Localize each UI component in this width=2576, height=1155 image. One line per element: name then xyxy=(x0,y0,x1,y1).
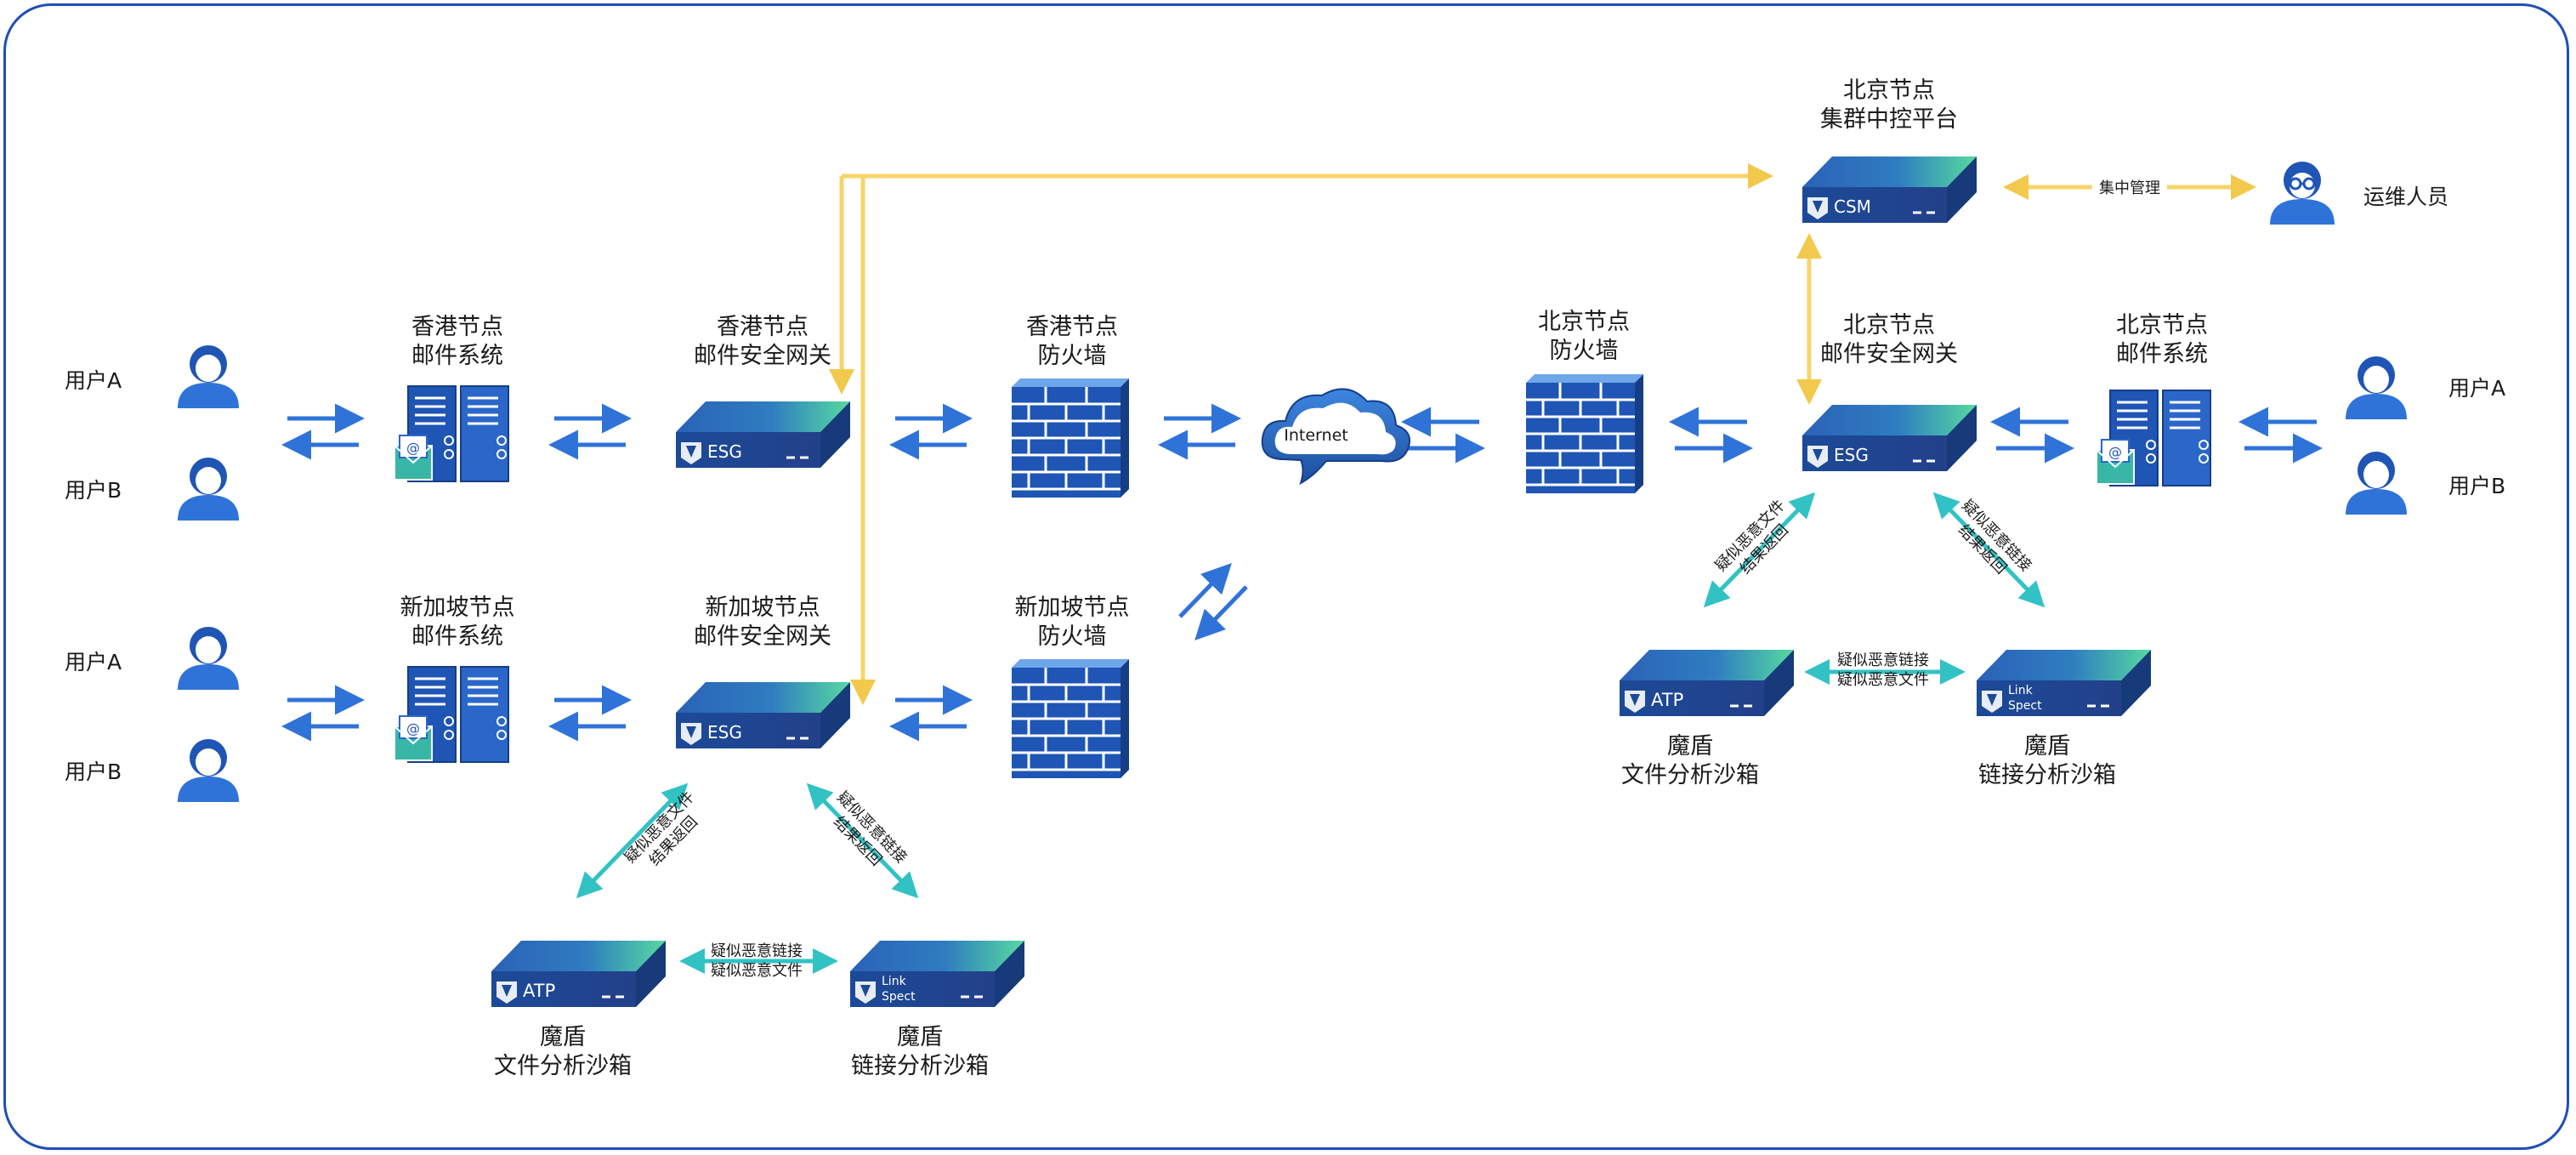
user-a-label: 用户A xyxy=(2448,376,2506,401)
sg-firewall-label: 新加坡节点防火墙 xyxy=(1014,595,1130,650)
bj-firewall-label: 北京节点防火墙 xyxy=(1538,309,1630,364)
link-label: Link xyxy=(2008,684,2034,697)
esg-appliance-sg xyxy=(674,680,852,750)
central-management-label: 集中管理 xyxy=(2092,176,2167,198)
sg-mail-label: 新加坡节点邮件系统 xyxy=(400,595,515,650)
user-b-label: 用户B xyxy=(65,478,122,503)
mail-server-icon xyxy=(393,665,510,764)
sg-link-sandbox-label: 魔盾链接分析沙箱 xyxy=(851,1024,989,1079)
esg-label: ESG xyxy=(1834,445,1869,465)
diagram-frame xyxy=(3,3,2569,1150)
internet-cloud-icon: Internet xyxy=(1261,388,1410,486)
user-avatar-icon xyxy=(178,345,239,408)
linkspect-appliance-bj xyxy=(1975,648,2153,718)
bj-file-sandbox-label: 魔盾文件分析沙箱 xyxy=(1621,733,1759,788)
ops-label: 运维人员 xyxy=(2363,185,2449,209)
esg-appliance-bj xyxy=(1801,403,1978,473)
user-avatar-icon xyxy=(178,627,239,690)
atp-label: ATP xyxy=(1651,690,1683,710)
user-a-label: 用户A xyxy=(65,650,122,674)
link-label: Link xyxy=(882,975,907,988)
firewall-brick-icon xyxy=(1524,373,1645,495)
sg-file-sandbox-label: 魔盾文件分析沙箱 xyxy=(494,1024,632,1079)
sg-gateway-label: 新加坡节点邮件安全网关 xyxy=(694,595,831,650)
bj-mail-label: 北京节点邮件系统 xyxy=(2116,312,2208,367)
firewall-brick-icon xyxy=(1010,657,1131,780)
internet-label: Internet xyxy=(1284,426,1348,445)
mail-server-icon xyxy=(2095,389,2212,487)
user-b-label: 用户B xyxy=(65,760,122,784)
csm-appliance xyxy=(1801,155,1978,225)
user-avatar-icon xyxy=(178,739,239,802)
atp-appliance-bj xyxy=(1618,648,1796,718)
bj-gateway-label: 北京节点邮件安全网关 xyxy=(1820,312,1958,367)
user-b-label: 用户B xyxy=(2448,474,2506,498)
linkspect-appliance-sg xyxy=(848,939,1026,1009)
management-lines xyxy=(829,163,2256,705)
atp-appliance-sg xyxy=(490,939,667,1009)
esg-label: ESG xyxy=(707,722,742,742)
traffic-arrows xyxy=(281,403,2323,742)
bj-link-sandbox-label: 魔盾链接分析沙箱 xyxy=(1978,733,2116,788)
csm-label: CSM xyxy=(1834,196,1871,217)
sandbox-arrows xyxy=(576,492,2045,974)
operator-glasses-icon xyxy=(2270,162,2335,225)
user-avatar-icon xyxy=(2346,452,2407,515)
user-a-label: 用户A xyxy=(65,368,122,393)
esg-appliance-hk xyxy=(674,400,852,469)
spect-label: Spect xyxy=(882,990,916,1004)
mail-server-icon xyxy=(393,384,510,483)
firewall-brick-icon xyxy=(1010,377,1131,499)
esg-label: ESG xyxy=(707,441,742,462)
spect-label: Spect xyxy=(2008,699,2042,713)
bj-csm-label: 北京节点集群中控平台 xyxy=(1820,77,1958,133)
hk-gateway-label: 香港节点邮件安全网关 xyxy=(694,314,831,369)
hk-firewall-label: 香港节点防火墙 xyxy=(1026,314,1118,369)
bj-sandbox-exchange-label: 疑似恶意链接疑似恶意文件 xyxy=(1837,651,1929,689)
user-avatar-icon xyxy=(2346,356,2407,419)
atp-label: ATP xyxy=(523,981,555,1001)
user-avatar-icon xyxy=(178,458,239,521)
hk-mail-label: 香港节点邮件系统 xyxy=(411,314,503,369)
sg-sandbox-exchange-label: 疑似恶意链接疑似恶意文件 xyxy=(711,942,803,980)
